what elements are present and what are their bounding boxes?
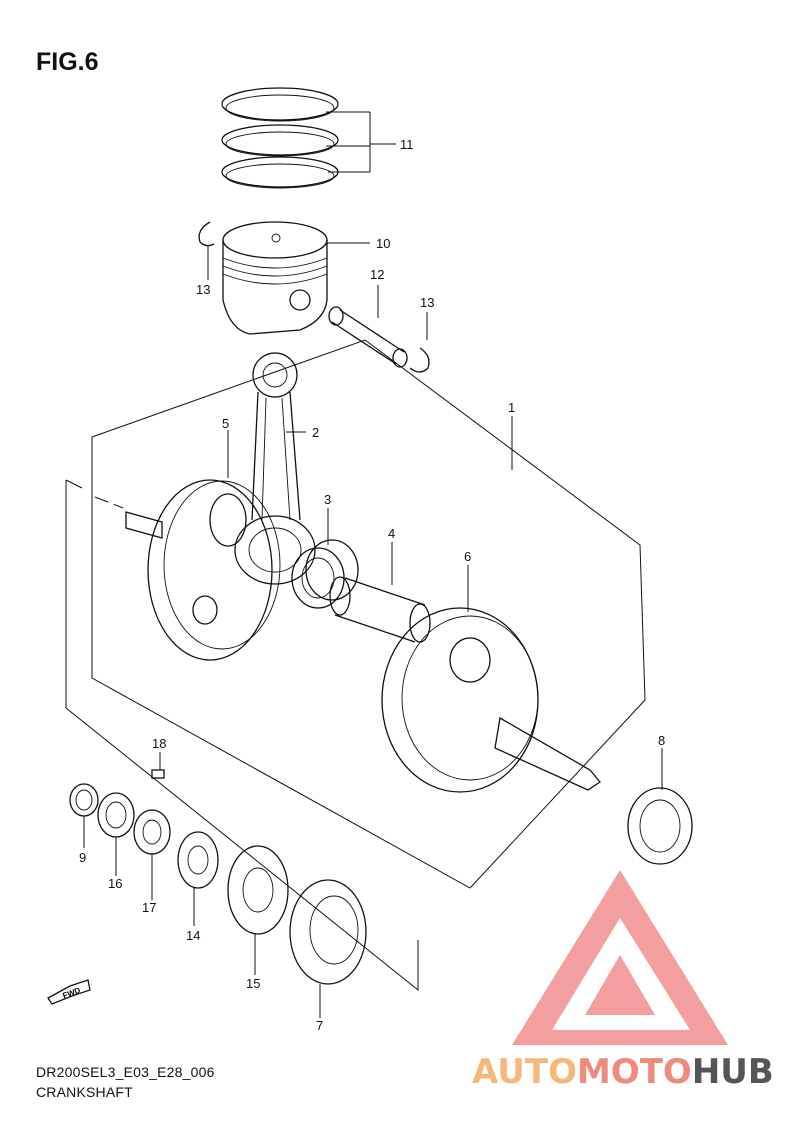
spacer-16: [97, 792, 135, 838]
bearing-left-7: [289, 879, 367, 985]
needle-bearing: [291, 539, 359, 609]
watermark-logo: [512, 870, 728, 1045]
callout-6: 6: [464, 549, 471, 564]
callout-4: 4: [388, 526, 395, 541]
circlip-left: [198, 221, 215, 247]
callout-14: 14: [186, 928, 200, 943]
callout-13-left: 13: [196, 282, 210, 297]
figure-title: FIG.6: [36, 48, 99, 76]
callout-17: 17: [142, 900, 156, 915]
piston: [222, 221, 328, 335]
circlip-right: [409, 347, 430, 373]
callout-leaders: [83, 111, 663, 1018]
callout-5: 5: [222, 416, 229, 431]
oil-seal-9: [69, 783, 99, 817]
watermark-text: AUTOMOTOHUB: [472, 1052, 774, 1092]
footer-diagram-code: DR200SEL3_E03_E28_006: [36, 1064, 215, 1080]
callout-2: 2: [312, 425, 319, 440]
callout-12: 12: [370, 267, 384, 282]
watermark-auto: AUTO: [472, 1052, 577, 1092]
gear-15: [227, 845, 289, 935]
fwd-label: FWD: [61, 986, 81, 1001]
callout-11: 11: [400, 137, 414, 152]
piston-pin: [328, 306, 408, 368]
bearing-right: [627, 787, 693, 865]
callout-16: 16: [108, 876, 122, 891]
crank-web-left: [125, 479, 281, 661]
footer-diagram-name: CRANKSHAFT: [36, 1084, 133, 1100]
callout-1: 1: [508, 400, 515, 415]
callout-18: 18: [152, 736, 166, 751]
fwd-arrow-icon: [47, 979, 91, 1005]
assembly-outline: [65, 339, 646, 992]
callout-13-right: 13: [420, 295, 434, 310]
callout-8: 8: [658, 733, 665, 748]
callout-7: 7: [316, 1018, 323, 1033]
watermark-hub: HUB: [692, 1052, 774, 1092]
crank-pin: [329, 576, 431, 643]
callout-3: 3: [324, 492, 331, 507]
callout-10: 10: [376, 236, 390, 251]
key-18: [151, 769, 165, 779]
crank-web-right: [381, 607, 601, 793]
washer-17: [133, 809, 171, 855]
callout-15: 15: [246, 976, 260, 991]
watermark-moto: MOTO: [577, 1052, 692, 1092]
connecting-rod: [234, 352, 316, 585]
gear-14: [177, 831, 219, 889]
callout-9: 9: [79, 850, 86, 865]
piston-rings: [221, 87, 339, 189]
